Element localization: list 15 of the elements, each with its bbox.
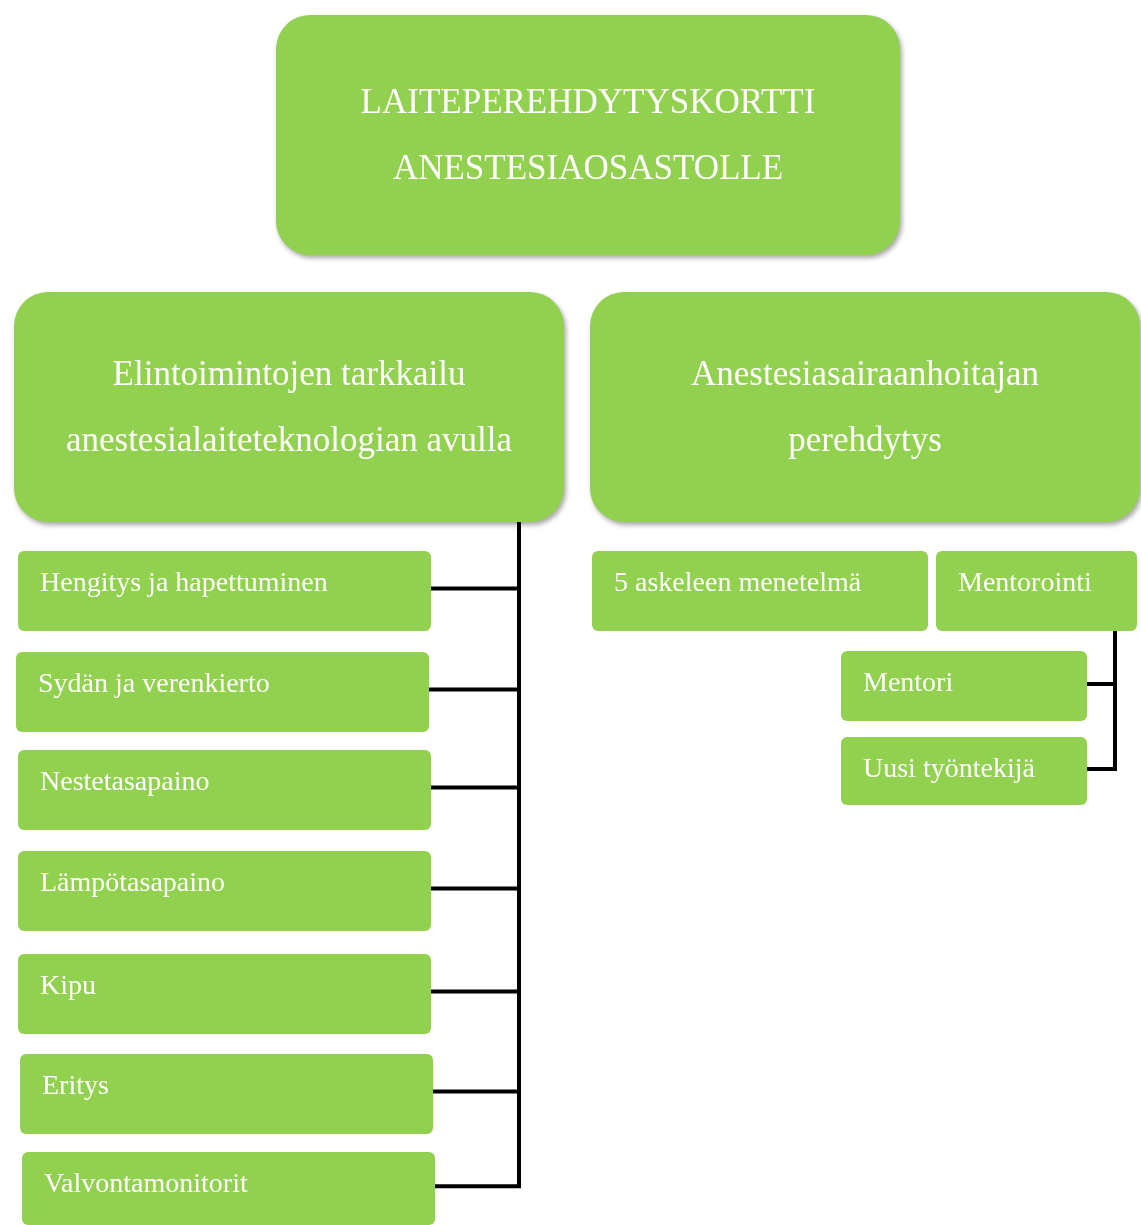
topic-box: Uusi työntekijä <box>841 737 1087 805</box>
heading-box: Elintoimintojen tarkkailu anestesialaiteteknologian avulla <box>14 292 564 522</box>
topic-box: Sydän ja verenkierto <box>16 652 429 732</box>
topic-box: Eritys <box>20 1054 433 1134</box>
topic-box: Kipu <box>18 954 431 1034</box>
topic-box: Hengitys ja hapettuminen <box>18 551 431 631</box>
heading-box: Anestesiasairaanhoitajan perehdytys <box>590 292 1140 522</box>
topic-box: 5 askeleen menetelmä <box>592 551 928 631</box>
connector-line <box>1087 631 1117 771</box>
topic-box: Nestetasapaino <box>18 750 431 830</box>
heading-box: LAITEPEREHDYTYSKORTTI ANESTESIAOSASTOLLE <box>276 15 900 255</box>
topic-box: Lämpötasapaino <box>18 851 431 931</box>
topic-box: Mentori <box>841 651 1087 721</box>
topic-box: Mentorointi <box>936 551 1137 631</box>
topic-box: Valvontamonitorit <box>22 1152 435 1225</box>
